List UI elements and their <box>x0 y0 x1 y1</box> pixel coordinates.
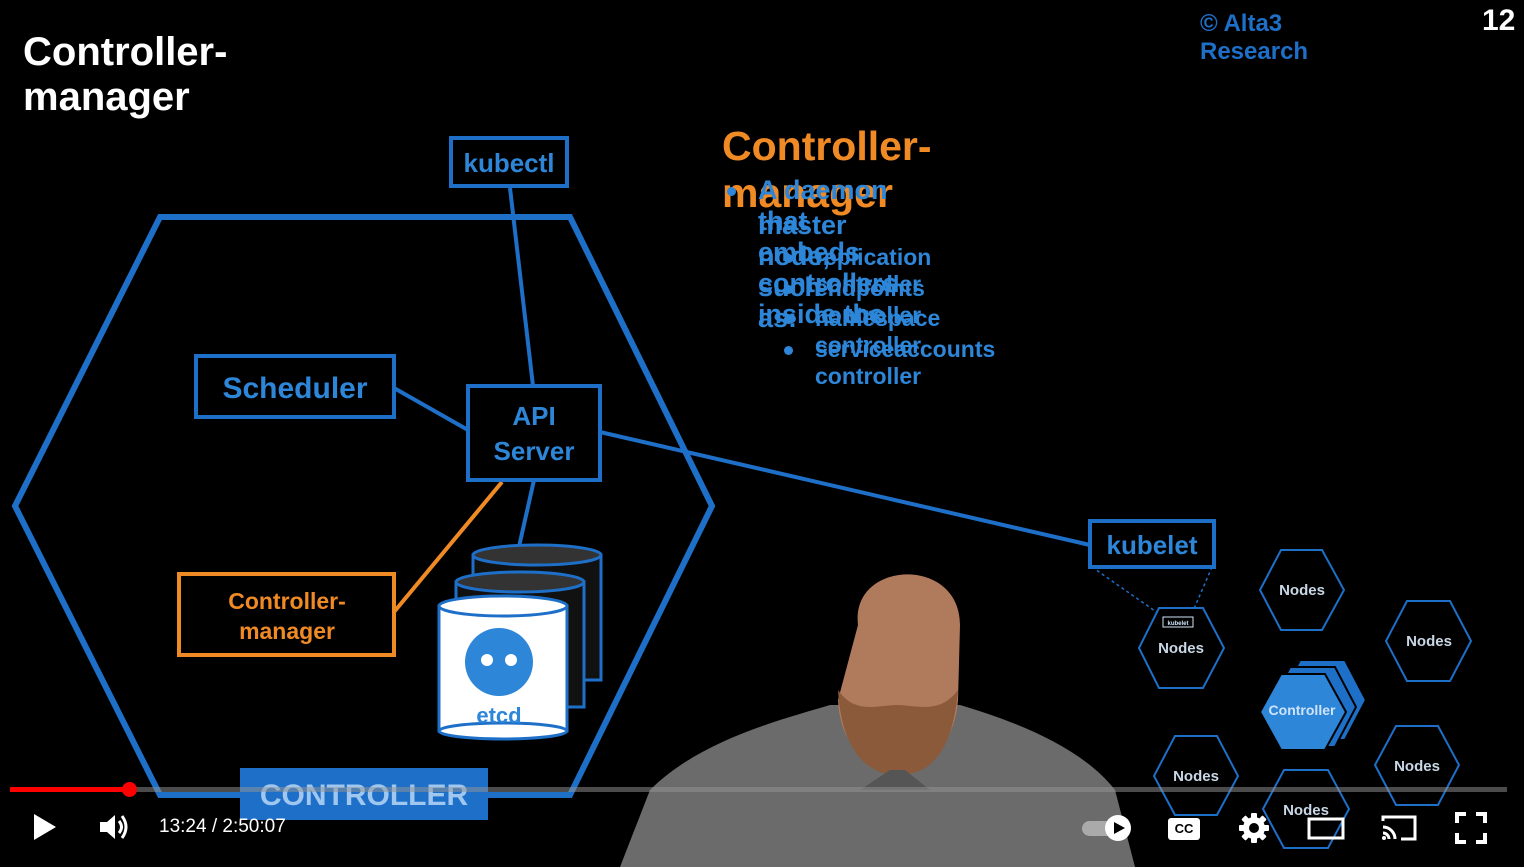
time-display: 13:24 / 2:50:07 <box>159 816 286 837</box>
scheduler-box <box>194 354 396 419</box>
node-label: Nodes <box>1279 582 1325 599</box>
cast-button[interactable] <box>1378 812 1420 844</box>
bullet-text-line-1: A daemon that embeds controllers inside … <box>758 175 898 329</box>
autoplay-toggle-icon <box>1082 815 1131 841</box>
cc-icon <box>1168 818 1200 840</box>
progress-bar[interactable] <box>10 782 1507 797</box>
sub-bullet-item: endpoints controller <box>815 275 925 328</box>
sub-bullet-item: replication controller <box>815 244 932 297</box>
small-kubelet-label: kubelet <box>1167 621 1188 627</box>
fullscreen-button[interactable] <box>1452 810 1490 846</box>
presenter-image <box>620 574 1135 867</box>
theater-mode-icon <box>1307 817 1345 840</box>
slide-title: Controller-manager <box>23 30 228 119</box>
cast-icon <box>1381 815 1417 841</box>
autoplay-toggle[interactable] <box>1080 812 1136 844</box>
node-label: Nodes <box>1406 633 1452 650</box>
gear-icon <box>1239 813 1269 843</box>
captions-button[interactable]: CC <box>1164 812 1204 844</box>
controller-node: Controller <box>1258 659 1368 751</box>
theater-mode-button[interactable] <box>1305 812 1347 844</box>
kubelet-label: kubelet <box>1106 530 1197 560</box>
bullet-text-line-2: master node, such as: <box>758 210 847 333</box>
node-label: Nodes <box>1394 758 1440 775</box>
sub-bullet-item: namespace controller <box>815 305 941 358</box>
bullet-dot <box>727 187 736 196</box>
controller-band <box>240 768 488 820</box>
kubectl-box <box>449 136 569 188</box>
play-icon <box>34 814 56 840</box>
controller-manager-label-2: manager <box>239 618 335 644</box>
progress-played <box>10 787 129 792</box>
etcd-label: etcd <box>476 703 521 728</box>
slide-number: 12 <box>1482 4 1516 37</box>
kubectl-label: kubectl <box>463 148 554 178</box>
api-server-label-2: Server <box>494 436 575 466</box>
controller-band-label: CONTROLLER <box>260 779 469 812</box>
controller-manager-label-1: Controller- <box>228 588 346 614</box>
scheduler-label: Scheduler <box>222 372 367 405</box>
kubelet-box <box>1088 519 1216 569</box>
scrubber-handle[interactable] <box>121 782 137 797</box>
settings-button[interactable] <box>1236 810 1272 846</box>
api-server-label-1: API <box>512 401 555 431</box>
etcd-logo-icon <box>465 628 533 696</box>
node-label: Nodes <box>1158 640 1204 657</box>
master-node-hexagon <box>11 214 716 798</box>
sub-bullet-dot <box>784 254 793 263</box>
controller-manager-box <box>177 572 396 657</box>
sub-bullet-dot <box>784 315 793 324</box>
etcd-stack: etcd <box>437 543 603 741</box>
copyright-text: © Alta3 Research <box>1200 10 1309 65</box>
section-heading: Controller-manager <box>722 123 932 216</box>
controller-node-label: Controller <box>1269 702 1336 718</box>
volume-button[interactable] <box>96 810 132 844</box>
sub-bullet-dot <box>784 346 793 355</box>
volume-icon <box>100 815 128 839</box>
node-label: Nodes <box>1173 768 1219 785</box>
node-label: Nodes <box>1283 802 1329 819</box>
api-server-box <box>466 384 602 482</box>
cc-label: CC <box>1174 820 1194 836</box>
sub-bullet-item: serviceaccounts controller <box>815 336 996 389</box>
play-button[interactable] <box>28 810 62 844</box>
sub-bullet-dot <box>784 285 793 294</box>
fullscreen-icon <box>1455 812 1487 844</box>
